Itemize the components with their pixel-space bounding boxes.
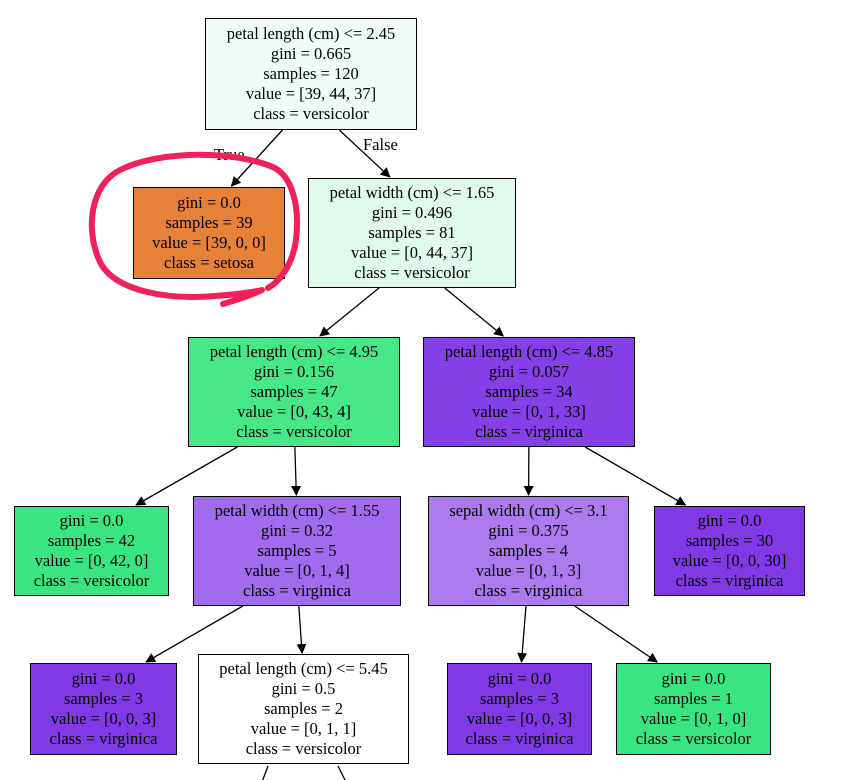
tree-node-leaf: gini = 0.0 samples = 3 value = [0, 0, 3]… [447, 663, 592, 755]
samples-count: samples = 1 [654, 689, 733, 708]
gini-value: gini = 0.496 [371, 203, 453, 222]
tree-edge-n3-n5 [135, 446, 238, 506]
class-label: class = virginica [474, 581, 583, 600]
tree-edge-n2-n3 [319, 287, 380, 337]
tree-edge-n6-n10 [296, 605, 307, 654]
gini-value: gini = 0.665 [270, 44, 352, 63]
gini-value: gini = 0.0 [487, 669, 552, 688]
tree-node-leaf: gini = 0.0 samples = 3 value = [0, 0, 3]… [30, 663, 177, 755]
samples-count: samples = 120 [263, 64, 359, 83]
split-condition: petal length (cm) <= 4.95 [209, 342, 379, 361]
value-distribution: value = [0, 1, 1] [250, 719, 357, 738]
edge-label-true: True [214, 145, 245, 164]
tree-node-split: petal width (cm) <= 1.65 gini = 0.496 sa… [308, 178, 516, 288]
value-distribution: value = [39, 44, 37] [245, 84, 377, 103]
value-distribution: value = [0, 0, 3] [466, 709, 573, 728]
split-condition: petal length (cm) <= 4.85 [444, 342, 614, 361]
samples-count: samples = 34 [485, 382, 573, 401]
tree-node-leaf: gini = 0.0 samples = 1 value = [0, 1, 0]… [616, 663, 771, 755]
tree-edge-n2-n4 [444, 287, 505, 337]
tree-edge-n7-n12 [574, 605, 659, 663]
class-label: class = virginica [475, 422, 583, 441]
value-distribution: value = [0, 43, 4] [237, 402, 351, 421]
tree-node-split: petal width (cm) <= 1.55 gini = 0.32 sam… [193, 496, 401, 606]
tree-node-split: petal length (cm) <= 5.45 gini = 0.5 sam… [198, 654, 409, 764]
gini-value: gini = 0.0 [59, 511, 124, 530]
tree-node-split: petal length (cm) <= 4.95 gini = 0.156 s… [188, 337, 400, 447]
value-distribution: value = [0, 0, 3] [50, 709, 157, 728]
samples-count: samples = 3 [64, 689, 143, 708]
value-distribution: value = [0, 1, 33] [472, 402, 586, 421]
split-condition: petal length (cm) <= 5.45 [219, 659, 388, 678]
class-label: class = versicolor [354, 263, 470, 282]
class-label: class = setosa [164, 253, 254, 272]
gini-value: gini = 0.0 [661, 669, 726, 688]
gini-value: gini = 0.057 [488, 362, 570, 381]
tree-node-leaf-setosa: gini = 0.0 samples = 39 value = [39, 0, … [133, 187, 285, 279]
class-label: class = versicolor [635, 729, 752, 748]
value-distribution: value = [39, 0, 0] [152, 233, 266, 252]
tree-node-split: petal length (cm) <= 4.85 gini = 0.057 s… [423, 337, 635, 447]
value-distribution: value = [0, 1, 4] [244, 561, 350, 580]
class-label: class = virginica [675, 571, 784, 590]
gini-value: gini = 0.0 [71, 669, 136, 688]
gini-value: gini = 0.375 [488, 521, 569, 540]
edge-label-false: False [363, 135, 398, 154]
tree-node-root: petal length (cm) <= 2.45 gini = 0.665 s… [205, 18, 417, 130]
samples-count: samples = 2 [264, 699, 343, 718]
tree-edge-n6-n9 [145, 605, 244, 663]
class-label: class = virginica [49, 729, 158, 748]
samples-count: samples = 42 [47, 531, 136, 550]
class-label: class = virginica [243, 581, 351, 600]
samples-count: samples = 47 [250, 382, 338, 401]
class-label: class = virginica [465, 729, 574, 748]
edge-continuation-left [262, 765, 269, 780]
split-condition: petal width (cm) <= 1.55 [214, 501, 380, 520]
class-label: class = versicolor [33, 571, 150, 590]
tree-edge-n4-n8 [584, 446, 687, 506]
samples-count: samples = 39 [165, 213, 253, 232]
tree-edge-n7-n11 [517, 605, 528, 663]
gini-value: gini = 0.0 [697, 511, 762, 530]
class-label: class = versicolor [245, 739, 362, 758]
tree-node-leaf: gini = 0.0 samples = 30 value = [0, 0, 3… [654, 506, 805, 596]
gini-value: gini = 0.32 [260, 521, 334, 540]
value-distribution: value = [0, 44, 37] [350, 243, 474, 262]
value-distribution: value = [0, 1, 0] [640, 709, 747, 728]
tree-edge-n0-n2 [338, 129, 391, 178]
value-distribution: value = [0, 1, 3] [475, 561, 582, 580]
gini-value: gini = 0.0 [177, 193, 241, 212]
value-distribution: value = [0, 0, 30] [672, 551, 787, 570]
edge-continuation-right [337, 765, 346, 780]
tree-node-split: sepal width (cm) <= 3.1 gini = 0.375 sam… [428, 496, 629, 606]
split-condition: petal width (cm) <= 1.65 [329, 183, 495, 202]
samples-count: samples = 3 [480, 689, 559, 708]
gini-value: gini = 0.156 [253, 362, 335, 381]
tree-node-leaf: gini = 0.0 samples = 42 value = [0, 42, … [14, 506, 169, 596]
samples-count: samples = 81 [368, 223, 456, 242]
samples-count: samples = 30 [685, 531, 774, 550]
tree-edge-n3-n6 [291, 446, 302, 496]
split-condition: sepal width (cm) <= 3.1 [449, 501, 608, 520]
samples-count: samples = 4 [489, 541, 568, 560]
split-condition: petal length (cm) <= 2.45 [226, 24, 396, 43]
gini-value: gini = 0.5 [271, 679, 336, 698]
class-label: class = versicolor [236, 422, 352, 441]
samples-count: samples = 5 [257, 541, 337, 560]
value-distribution: value = [0, 42, 0] [34, 551, 149, 570]
class-label: class = versicolor [253, 104, 369, 123]
